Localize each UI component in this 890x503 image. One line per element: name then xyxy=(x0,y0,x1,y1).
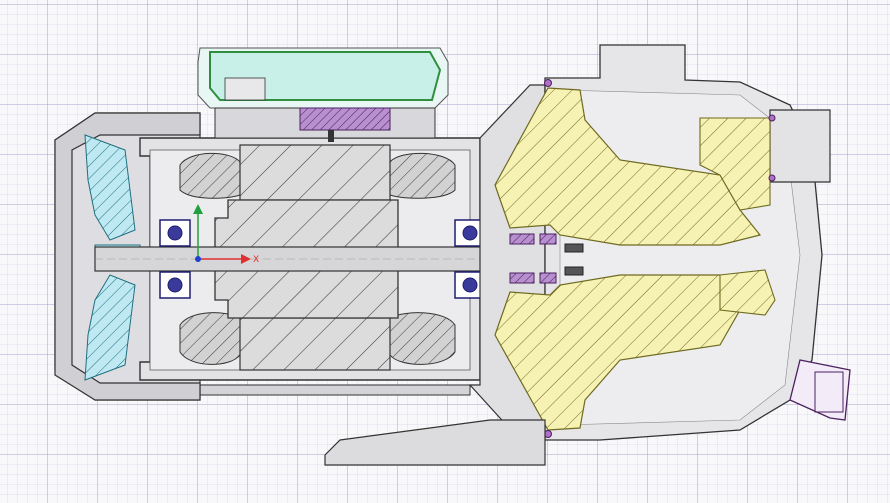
stator-winding-bottom xyxy=(179,312,456,365)
x-axis-label: X xyxy=(253,255,259,265)
terminal-box xyxy=(197,47,449,142)
pump-foot xyxy=(324,419,546,466)
fan-cover xyxy=(54,112,201,401)
cooling-fan xyxy=(84,134,141,381)
mechanical-seal xyxy=(509,233,584,284)
o-rings xyxy=(544,79,776,438)
stator-winding-top xyxy=(179,152,456,199)
y-axis-arrow-icon xyxy=(193,204,203,214)
drain-plug xyxy=(789,359,851,421)
coordinate-triad: X xyxy=(193,204,259,265)
bearing-rear xyxy=(159,219,191,299)
x-axis-arrow-icon xyxy=(241,254,251,264)
suction-inlet xyxy=(769,109,831,183)
stator-core xyxy=(239,144,391,371)
impeller xyxy=(494,87,776,431)
terminal-block xyxy=(299,107,391,131)
origin-point xyxy=(195,256,201,262)
